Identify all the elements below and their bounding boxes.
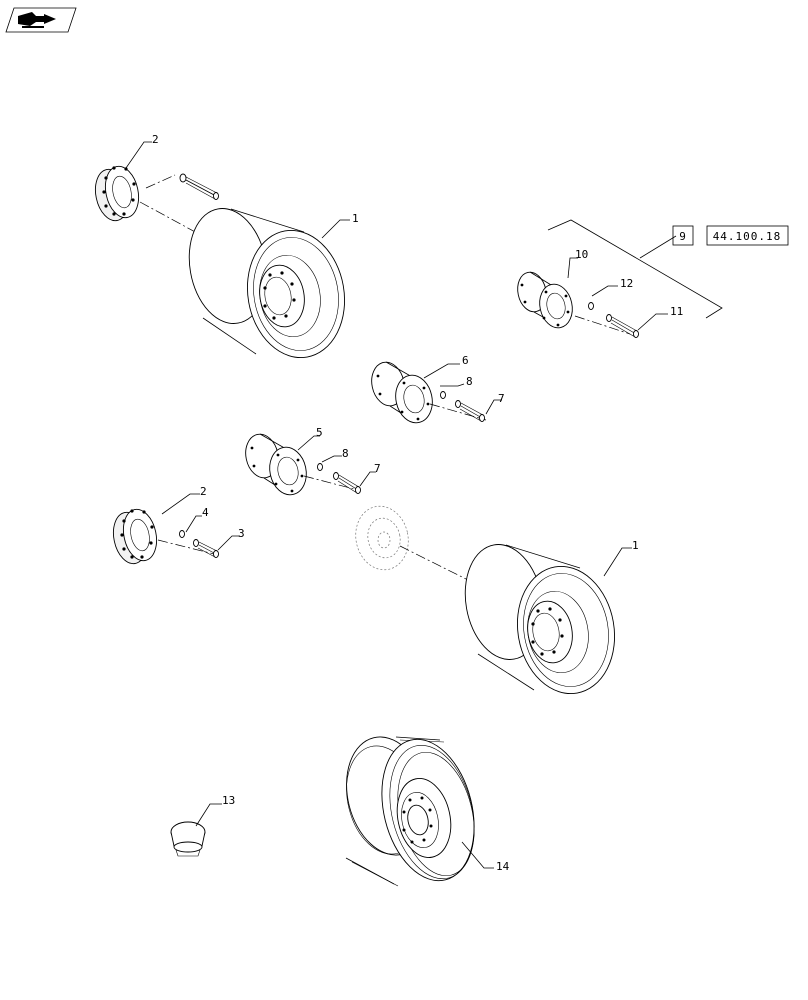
tyre-wheel-14	[345, 736, 475, 887]
callout-7-middle: 7	[498, 392, 505, 405]
callout-5: 5	[316, 426, 323, 439]
reference-section-label: 44.100.18	[713, 230, 782, 243]
washer-12	[588, 302, 594, 310]
callout-11: 11	[670, 305, 683, 318]
callout-14: 14	[496, 860, 510, 873]
callout-12: 12	[620, 277, 633, 290]
bolt-11	[606, 314, 639, 338]
ghost-disc	[355, 505, 409, 571]
reference-box[interactable]: 9	[672, 225, 694, 246]
callout-1-lower: 1	[632, 539, 639, 552]
callout-8-middle: 8	[466, 375, 473, 388]
reference-bracket	[547, 219, 723, 319]
leader-lines	[125, 141, 668, 869]
callout-10: 10	[575, 248, 588, 261]
reference-box-label: 9	[679, 230, 687, 243]
washer-8-lower	[317, 463, 323, 471]
callout-3: 3	[238, 527, 245, 540]
callout-7-lower: 7	[374, 462, 381, 475]
hub-cap-13	[170, 821, 206, 857]
callout-1-upper: 1	[352, 212, 359, 225]
callout-6: 6	[462, 354, 469, 367]
washer-4	[179, 530, 185, 538]
flange-ring-upper	[94, 165, 140, 222]
spacer-6	[371, 361, 433, 424]
spacer-5	[245, 433, 307, 496]
bolt-7-middle	[455, 400, 485, 422]
bolt-7-lower	[333, 472, 361, 494]
callout-2-upper: 2	[152, 133, 159, 146]
washer-8-middle	[440, 391, 446, 399]
wheel-rim-lower	[464, 544, 616, 695]
wheel-rim-upper	[188, 208, 346, 359]
flange-ring-lower	[112, 508, 158, 565]
spacer-10	[517, 271, 573, 329]
bolt-upper	[179, 173, 219, 200]
reference-section-box[interactable]: 44.100.18	[706, 225, 789, 246]
callout-2-lower: 2	[200, 485, 207, 498]
bolt-3	[193, 539, 219, 558]
callout-8-lower: 8	[342, 447, 349, 460]
callout-13: 13	[222, 794, 235, 807]
book-arrow-icon[interactable]	[5, 7, 77, 33]
callout-4: 4	[202, 506, 209, 519]
